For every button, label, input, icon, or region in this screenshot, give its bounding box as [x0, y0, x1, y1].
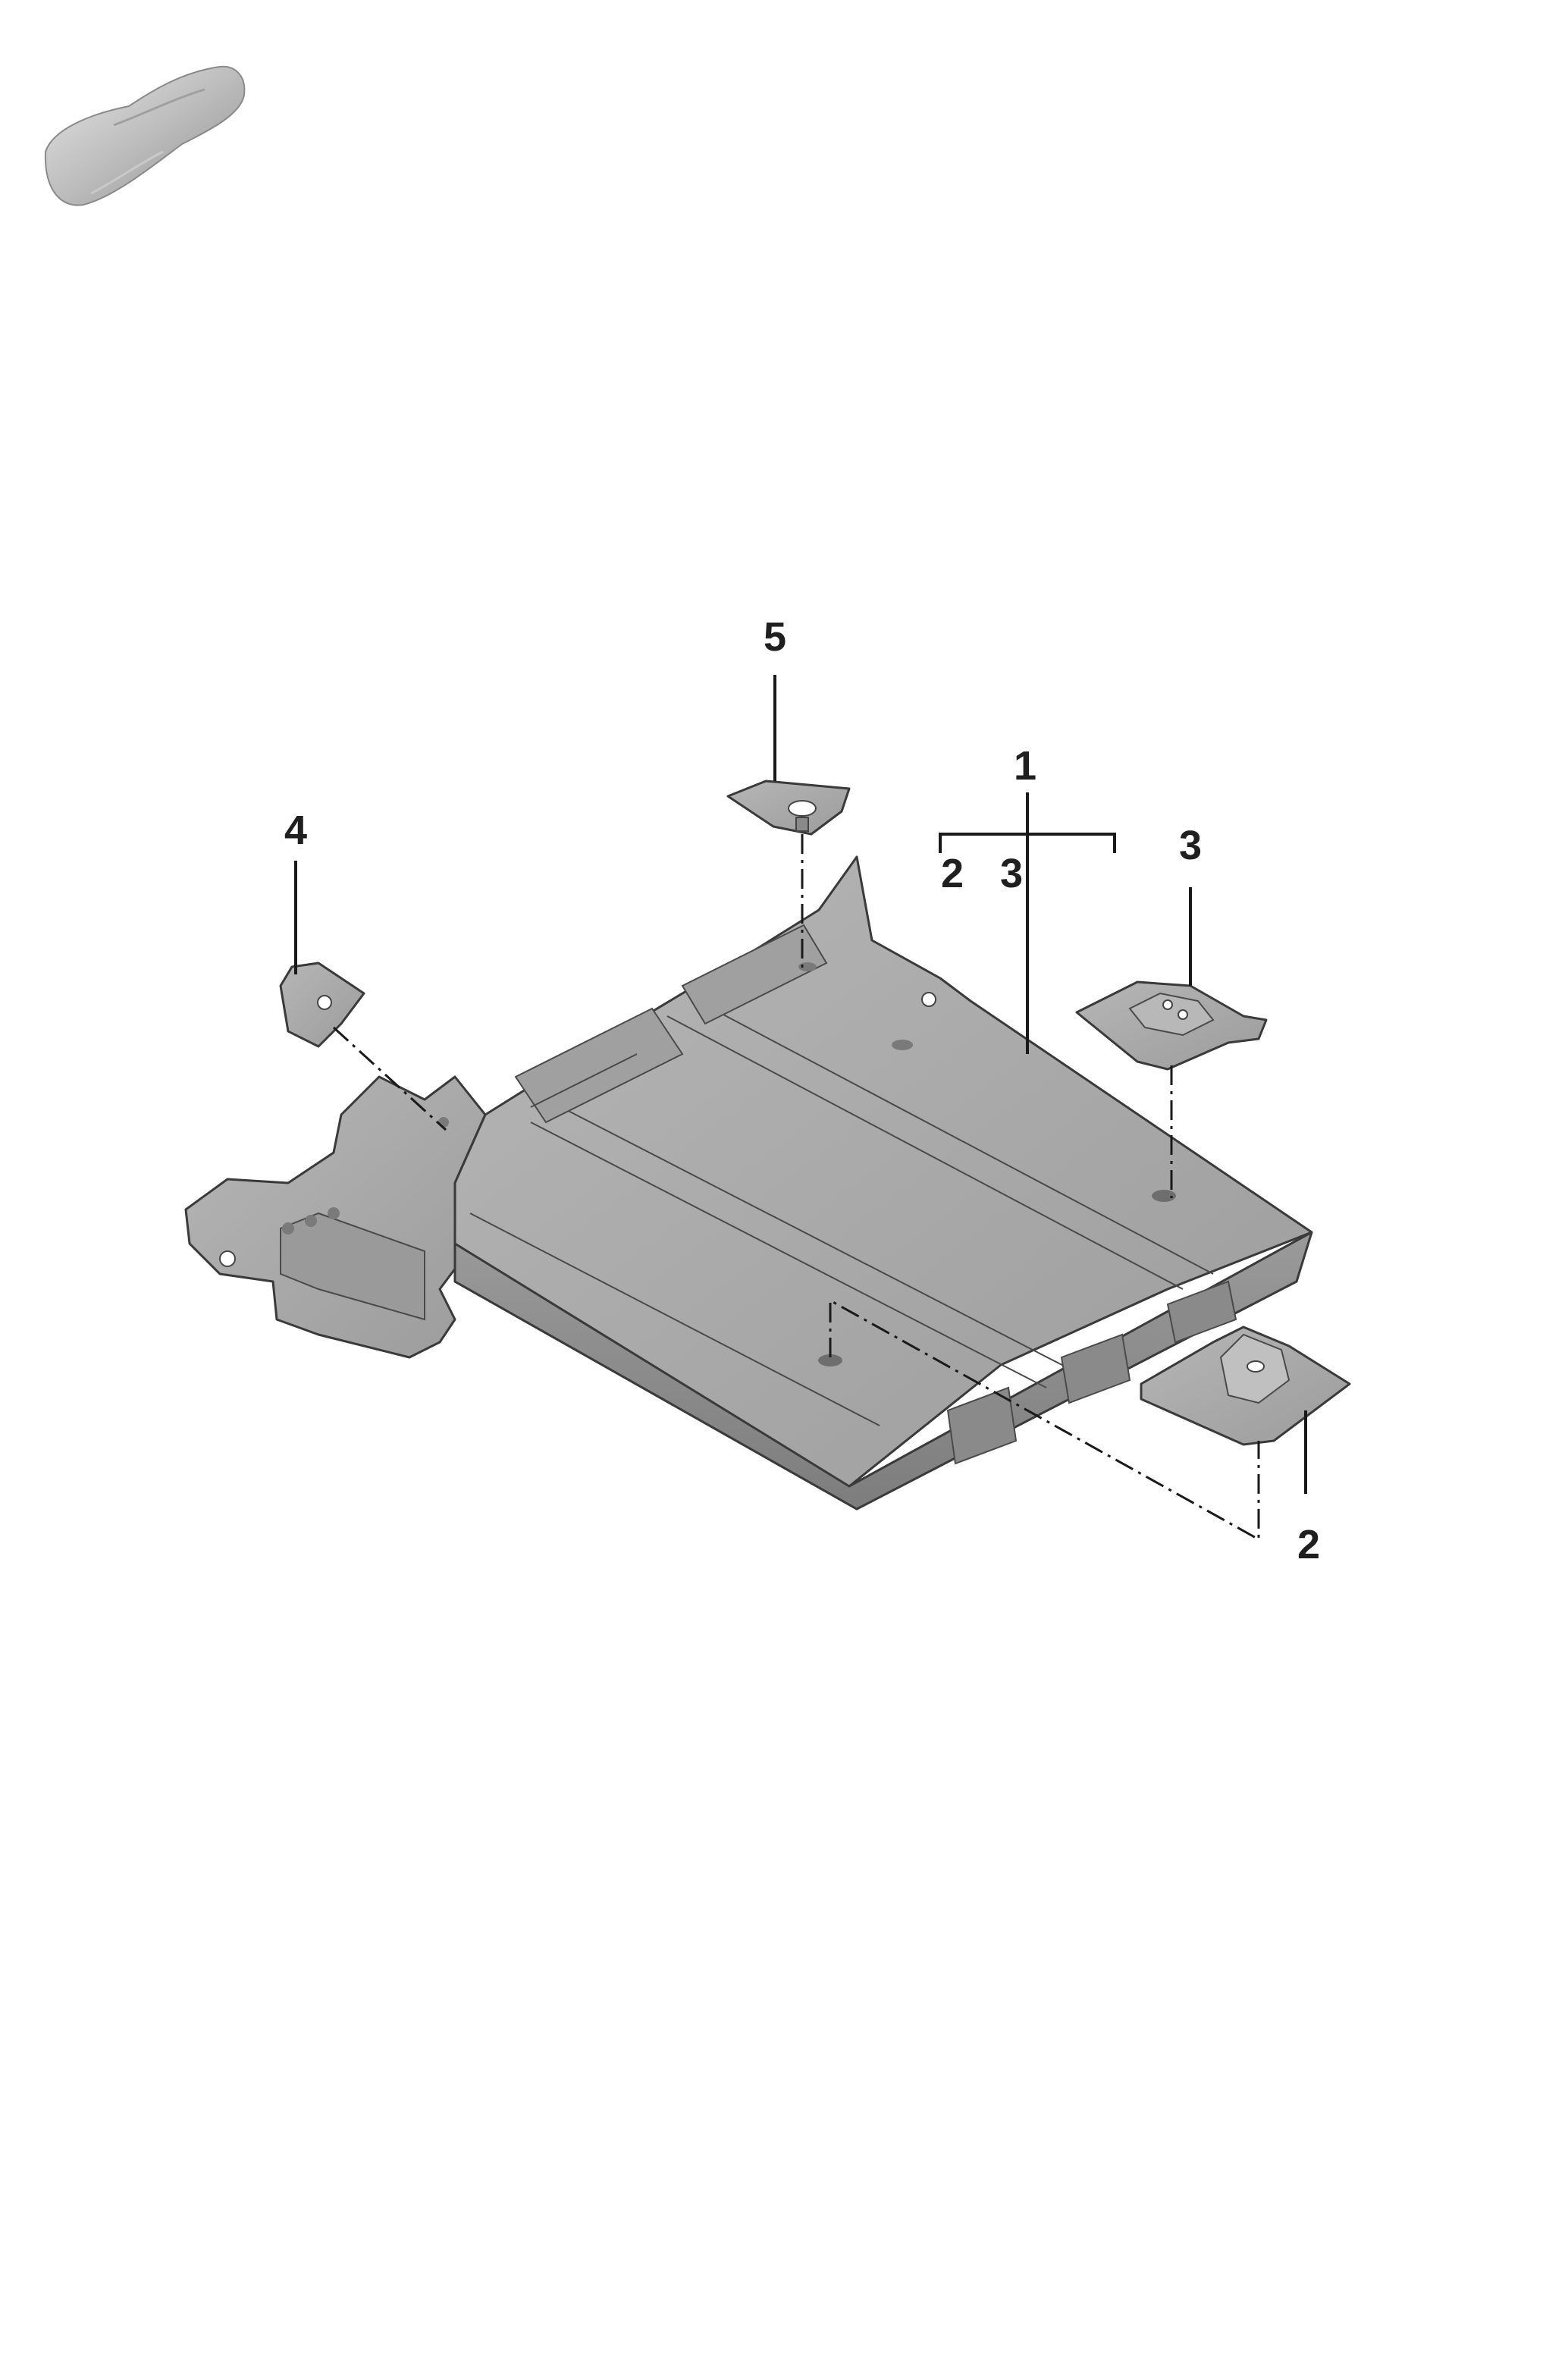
callout-part-2: 2 [1297, 1522, 1320, 1567]
callout-part-1-sub-3: 3 [1000, 851, 1023, 896]
callout-part-1: 1 [1014, 743, 1036, 789]
bracket-part-3 [1075, 980, 1268, 1071]
leader-lines [294, 675, 1307, 1494]
callout-part-3: 3 [1179, 823, 1202, 868]
bracket-part-4 [279, 962, 365, 1048]
car-silhouette-icon [44, 65, 246, 206]
bracket-part-5 [726, 780, 851, 836]
callout-part-5: 5 [764, 614, 786, 660]
callout-part-1-sub-2: 2 [941, 851, 964, 896]
bracket-part-2 [1140, 1326, 1351, 1446]
assembly-lines [332, 834, 1260, 1542]
underbody-panel [184, 855, 1313, 1511]
callout-part-4: 4 [284, 808, 307, 853]
